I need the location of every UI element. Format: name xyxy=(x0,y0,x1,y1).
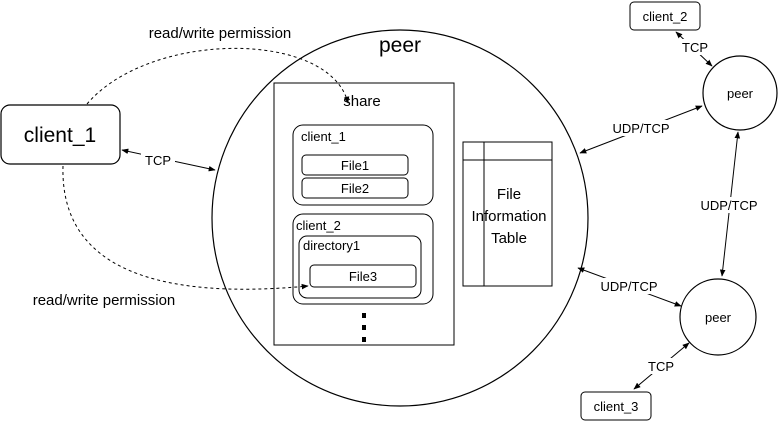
file2-box xyxy=(301,177,409,199)
client2-label: client_2 xyxy=(643,9,688,24)
main-peer-label: peer xyxy=(379,34,421,57)
share-label: share xyxy=(343,93,381,110)
peer-to-peer-bottom-label: UDP/TCP xyxy=(600,279,657,294)
client1-label: client_1 xyxy=(24,124,96,147)
file3-label: File3 xyxy=(349,269,377,284)
file3-box xyxy=(309,264,417,288)
rw-permission-top-curve xyxy=(86,48,350,105)
rw-permission-bottom-label: read/write permission xyxy=(33,292,176,309)
file1-box xyxy=(301,154,409,176)
directory1-box xyxy=(298,235,422,299)
client1-peer-edge-label: TCP xyxy=(145,153,171,168)
file-info-table xyxy=(462,141,553,287)
directory1-label: directory1 xyxy=(303,238,360,253)
peer-bottom-label: peer xyxy=(705,310,732,325)
share-client1-label: client_1 xyxy=(301,129,346,144)
share-container xyxy=(273,82,455,346)
client3-label: client_3 xyxy=(594,399,639,414)
file-info-table-line2: Information xyxy=(471,208,546,225)
file-info-table-line3: Table xyxy=(491,230,527,247)
client2-peer-edge-label: TCP xyxy=(682,40,708,55)
rw-permission-bottom-curve xyxy=(62,165,309,290)
peer-to-peer-top-label: UDP/TCP xyxy=(612,121,669,136)
share-client2-label: client_2 xyxy=(296,218,341,233)
client1-box xyxy=(0,104,121,165)
peer-top-label: peer xyxy=(727,86,754,101)
share-client1-group xyxy=(292,124,434,206)
client3-peer-edge-label: TCP xyxy=(648,359,674,374)
peer-top-bottom-label: UDP/TCP xyxy=(700,198,757,213)
peer-top-circle xyxy=(702,55,778,131)
file1-label: File1 xyxy=(341,158,369,173)
file2-label: File2 xyxy=(341,181,369,196)
share-client2-group xyxy=(292,213,434,305)
file-info-table-line1: File xyxy=(497,186,521,203)
client2-box xyxy=(629,1,701,31)
main-peer-circle xyxy=(211,29,589,407)
more-items-ellipsis xyxy=(362,313,366,342)
rw-permission-top-label: read/write permission xyxy=(149,25,292,42)
peer-bottom-circle xyxy=(679,278,757,356)
client3-box xyxy=(580,391,652,421)
